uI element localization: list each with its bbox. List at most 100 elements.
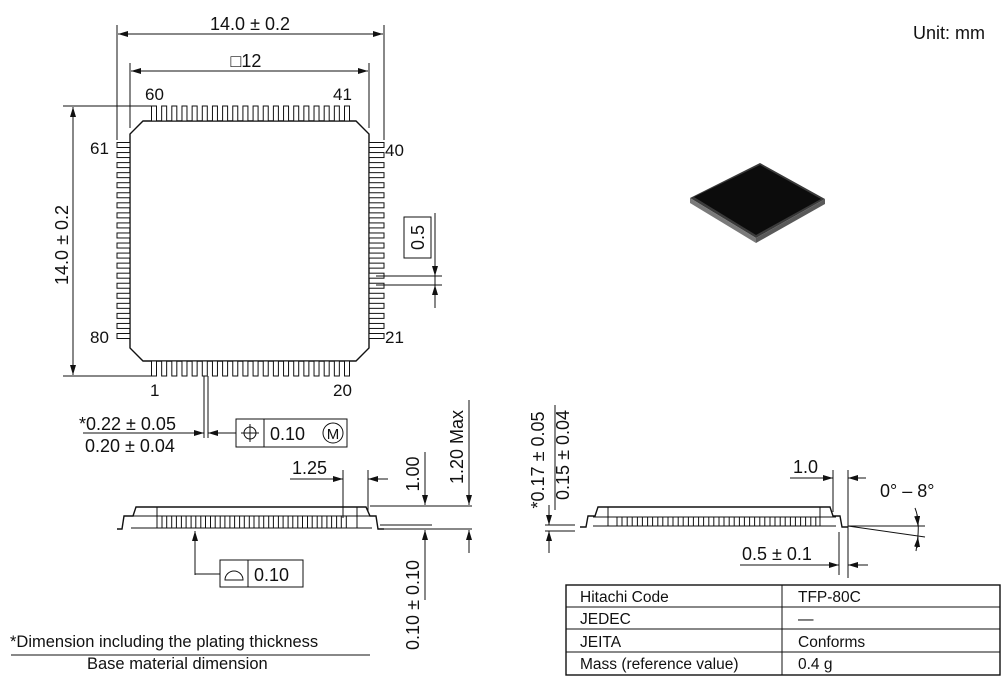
position-tolerance-value: 0.10: [270, 424, 305, 444]
pin: [368, 282, 385, 289]
table-row: Mass (reference value) 0.4 g: [580, 656, 832, 673]
pin: [181, 105, 188, 122]
lead: [272, 515, 279, 529]
pin: [252, 360, 259, 377]
mmc-modifier-label: M: [327, 426, 340, 443]
pin: [368, 152, 385, 159]
lead: [195, 515, 202, 529]
pin: [313, 105, 320, 122]
detail-view: *0.17 ± 0.05 0.15 ± 0.04 1.0 0° – 8° 0.5…: [528, 405, 934, 578]
pin: [252, 105, 259, 122]
pin: [368, 202, 385, 209]
lead: [789, 516, 796, 527]
pin-number-40: 40: [385, 141, 404, 160]
pin-number-21: 21: [385, 328, 404, 347]
lead: [156, 515, 163, 529]
foot-contact-label: 0.5 ± 0.1: [742, 544, 812, 564]
pin: [181, 360, 188, 377]
pin-number-60: 60: [145, 85, 164, 104]
pin: [116, 322, 131, 329]
chip-3d-render-icon: [690, 163, 825, 243]
lead: [340, 515, 347, 529]
pin: [116, 162, 131, 169]
pins-left: [116, 142, 131, 339]
pin: [116, 152, 131, 159]
pin: [242, 360, 249, 377]
unit-label: Unit: mm: [913, 23, 985, 43]
lead-width-callout: *0.22 ± 0.05 0.20 ± 0.04 0.10 M: [79, 376, 348, 456]
pin: [368, 252, 385, 259]
pin: [116, 292, 131, 299]
pin: [116, 182, 131, 189]
pin: [151, 105, 157, 122]
body-size-label: □12: [231, 51, 262, 71]
pin: [293, 105, 300, 122]
pin: [116, 142, 131, 148]
pin: [333, 360, 340, 377]
lead: [205, 515, 211, 529]
pin-number-80: 80: [90, 328, 109, 347]
pin-number-20: 20: [333, 381, 352, 400]
pin: [201, 360, 208, 377]
pitch-label: 0.5: [408, 225, 428, 250]
lead: [636, 516, 643, 527]
pin-number-1: 1: [150, 381, 159, 400]
lead: [657, 516, 664, 527]
lead: [331, 515, 338, 529]
coplanarity-frame: [219, 559, 304, 588]
lead: [166, 515, 173, 529]
lead: [214, 515, 221, 529]
coplanarity-value: 0.10: [254, 565, 289, 585]
lead: [647, 516, 654, 527]
coplanarity-symbol-icon: [224, 570, 244, 581]
pin: [323, 360, 330, 377]
lead: [749, 516, 756, 527]
package-info-table: Hitachi Code TFP-80C JEDEC — JEITA Confo…: [565, 584, 1001, 676]
pin: [368, 142, 385, 148]
pin: [344, 360, 350, 377]
lead-width-plated-label: *0.22 ± 0.05: [79, 414, 176, 434]
lead: [728, 516, 735, 527]
pin: [116, 232, 131, 239]
pin: [368, 232, 385, 239]
lead: [800, 516, 807, 527]
pin: [222, 360, 229, 377]
pin: [161, 360, 168, 377]
table-label: JEDEC: [580, 611, 631, 628]
pin: [201, 105, 208, 122]
pin: [116, 272, 131, 279]
pin: [303, 360, 310, 377]
pin: [116, 333, 131, 339]
lead-width-base-label: 0.20 ± 0.04: [85, 436, 175, 456]
pin: [232, 360, 239, 377]
table-row: JEITA Conforms: [580, 634, 865, 651]
table-label: Hitachi Code: [580, 589, 669, 606]
pin-number-41: 41: [333, 85, 352, 104]
table-label: Mass (reference value): [580, 656, 739, 673]
mmc-modifier-icon: [322, 422, 344, 444]
pin: [333, 105, 340, 122]
standoff-label: 0.10 ± 0.10: [403, 560, 423, 650]
lead: [810, 516, 817, 527]
pins-top: [151, 105, 350, 122]
pin: [368, 302, 385, 309]
lead: [302, 515, 308, 529]
side-view: 1.25 1.00 1.20 Max 0.10 ± 0.10 0.10: [117, 400, 472, 650]
pin: [368, 182, 385, 189]
pin: [242, 105, 249, 122]
pin: [116, 222, 131, 229]
pin: [323, 105, 330, 122]
pin: [272, 105, 279, 122]
pin: [368, 322, 385, 329]
pin: [313, 360, 320, 377]
lead: [718, 516, 725, 527]
pin: [368, 312, 385, 319]
pin: [368, 242, 385, 249]
pin: [211, 360, 218, 377]
pin: [368, 222, 385, 229]
lead: [738, 516, 745, 527]
pin: [161, 105, 168, 122]
lead-thickness-plated-label: *0.17 ± 0.05: [528, 412, 548, 509]
pin: [368, 333, 385, 339]
